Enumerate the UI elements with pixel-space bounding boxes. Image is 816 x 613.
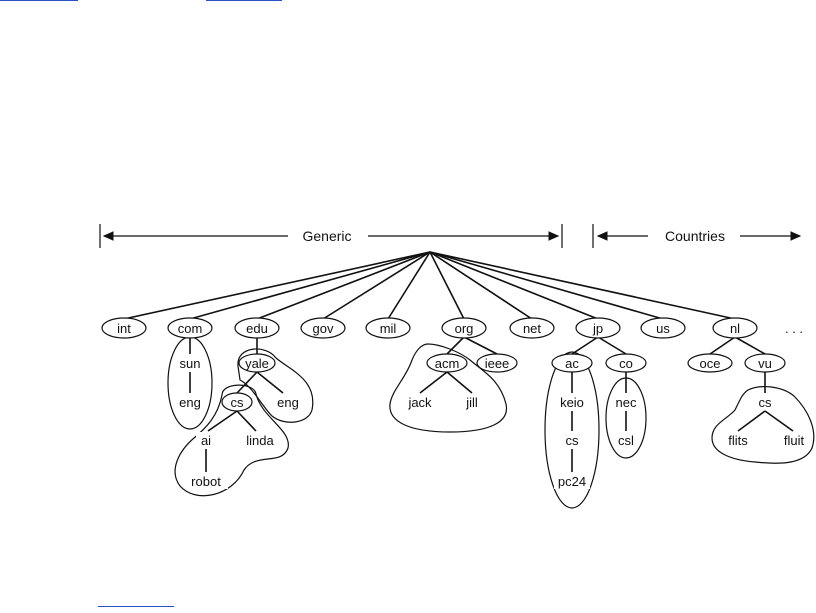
svg-text:keio: keio <box>560 395 584 410</box>
node-org: org <box>442 318 486 338</box>
node-mil: mil <box>366 318 410 338</box>
svg-text:org: org <box>455 321 474 336</box>
svg-text:csl: csl <box>618 433 634 448</box>
svg-text:linda: linda <box>246 433 274 448</box>
node-flits: flits <box>722 432 754 448</box>
countries-label: Countries <box>665 228 725 244</box>
node-jack: jack <box>404 394 438 410</box>
svg-text:jill: jill <box>465 395 478 410</box>
svg-text:robot: robot <box>191 474 221 489</box>
svg-text:jp: jp <box>592 321 603 336</box>
svg-text:pc24: pc24 <box>558 474 586 489</box>
node-us: us <box>641 318 685 338</box>
svg-text:ai: ai <box>201 433 211 448</box>
node-co: co <box>606 354 646 372</box>
svg-text:int: int <box>117 321 131 336</box>
generic-label: Generic <box>302 228 351 244</box>
svg-text:flits: flits <box>728 433 748 448</box>
node-acm: acm <box>427 354 467 372</box>
node-jill: jill <box>460 394 486 410</box>
svg-text:com: com <box>178 321 203 336</box>
root-edges <box>124 252 735 319</box>
node-nec: nec <box>611 394 641 410</box>
svg-text:net: net <box>523 321 541 336</box>
node-sun: sun <box>176 355 204 371</box>
node-ac: ac <box>552 354 592 372</box>
svg-text:ieee: ieee <box>485 356 510 371</box>
svg-text:edu: edu <box>246 321 268 336</box>
svg-text:yale: yale <box>245 356 269 371</box>
more-domains-ellipsis: . . . <box>785 321 803 336</box>
node-com: com <box>168 318 212 338</box>
node-robot: robot <box>184 473 228 489</box>
node-int: int <box>102 318 146 338</box>
node-pc24: pc24 <box>554 473 590 489</box>
node-csl: csl <box>614 432 638 448</box>
nodes: int com edu gov mil org net jp us nl sun… <box>102 318 810 489</box>
node-edu: edu <box>235 318 279 338</box>
svg-text:jack: jack <box>407 395 432 410</box>
svg-text:acm: acm <box>435 356 460 371</box>
svg-text:mil: mil <box>380 321 397 336</box>
node-oce: oce <box>688 354 732 372</box>
svg-text:ac: ac <box>565 356 579 371</box>
svg-text:sun: sun <box>180 356 201 371</box>
svg-text:nl: nl <box>730 321 740 336</box>
node-linda: linda <box>242 432 278 448</box>
node-gov: gov <box>301 318 345 338</box>
svg-text:eng: eng <box>179 395 201 410</box>
svg-text:cs: cs <box>566 433 580 448</box>
node-keio: keio <box>556 394 588 410</box>
node-fluit: fluit <box>778 432 810 448</box>
node-net: net <box>510 318 554 338</box>
node-ai: ai <box>196 432 216 448</box>
node-cs-vu: cs <box>755 394 775 410</box>
node-eng-sun: eng <box>176 394 204 410</box>
svg-text:vu: vu <box>758 356 772 371</box>
svg-text:gov: gov <box>313 321 334 336</box>
svg-text:co: co <box>619 356 633 371</box>
svg-text:us: us <box>656 321 670 336</box>
svg-text:cs: cs <box>759 395 773 410</box>
node-vu: vu <box>745 354 785 372</box>
node-yale: yale <box>239 354 275 372</box>
svg-text:fluit: fluit <box>784 433 805 448</box>
svg-text:oce: oce <box>700 356 721 371</box>
node-eng-yale: eng <box>272 394 302 410</box>
svg-text:nec: nec <box>616 395 637 410</box>
node-ieee: ieee <box>477 354 517 372</box>
node-nl: nl <box>713 318 757 338</box>
node-cs-yale: cs <box>222 393 252 411</box>
node-cs-keio: cs <box>562 432 582 448</box>
svg-text:cs: cs <box>231 395 245 410</box>
node-jp: jp <box>576 318 620 338</box>
svg-text:eng: eng <box>277 395 299 410</box>
